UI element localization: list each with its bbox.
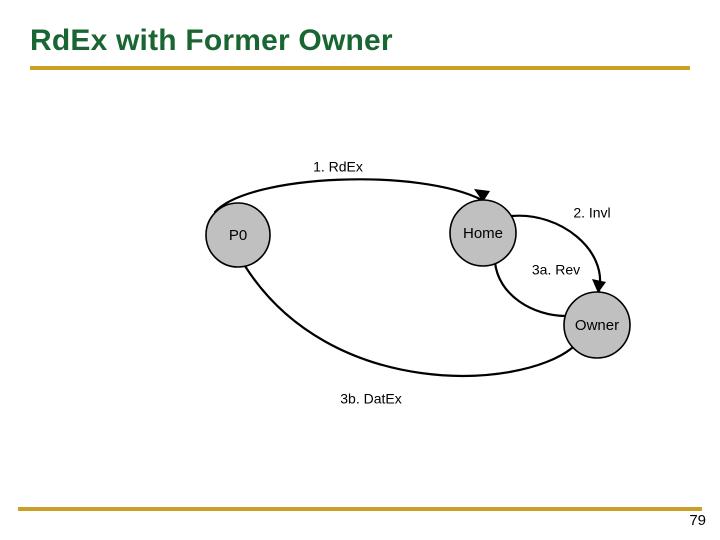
edge-2-invl-label: 2. Invl	[573, 205, 610, 221]
node-p0[interactable]: P0	[205, 202, 271, 268]
node-p0-circle[interactable]	[205, 202, 271, 268]
node-home-label: Home	[463, 225, 503, 242]
edge-3a-rev-label: 3a. Rev	[532, 262, 580, 278]
node-home-circle[interactable]	[449, 199, 517, 267]
edge-2-invl: 2. Invl	[510, 205, 611, 293]
edge-2-invl-path	[510, 214, 602, 293]
protocol-diagram: 1. RdEx 2. Invl 3a. Rev 3b. DatEx P	[0, 90, 720, 490]
node-p0-label: P0	[229, 227, 247, 244]
edge-1-rdex-path	[213, 178, 484, 214]
edge-3b-datex-path	[243, 264, 574, 377]
page-number: 79	[689, 512, 706, 529]
node-owner[interactable]: Owner	[563, 291, 631, 359]
page-title: RdEx with Former Owner	[30, 24, 393, 57]
node-owner-circle[interactable]	[563, 291, 631, 359]
edge-1-rdex-label: 1. RdEx	[313, 159, 363, 175]
edge-2-invl-arrowhead	[592, 279, 606, 293]
node-owner-label: Owner	[575, 317, 619, 334]
edge-1-rdex-arrowhead	[474, 189, 490, 202]
edge-3b-datex-label: 3b. DatEx	[340, 391, 401, 407]
title-divider	[30, 66, 690, 70]
node-home[interactable]: Home	[449, 199, 517, 267]
diagram-svg: 1. RdEx 2. Invl 3a. Rev 3b. DatEx P	[205, 159, 631, 407]
edge-3b-datex: 3b. DatEx	[243, 264, 574, 407]
edge-3a-rev: 3a. Rev	[493, 260, 580, 318]
footer-divider	[18, 507, 702, 511]
edge-1-rdex: 1. RdEx	[213, 159, 490, 214]
edge-3a-rev-path	[493, 260, 568, 318]
